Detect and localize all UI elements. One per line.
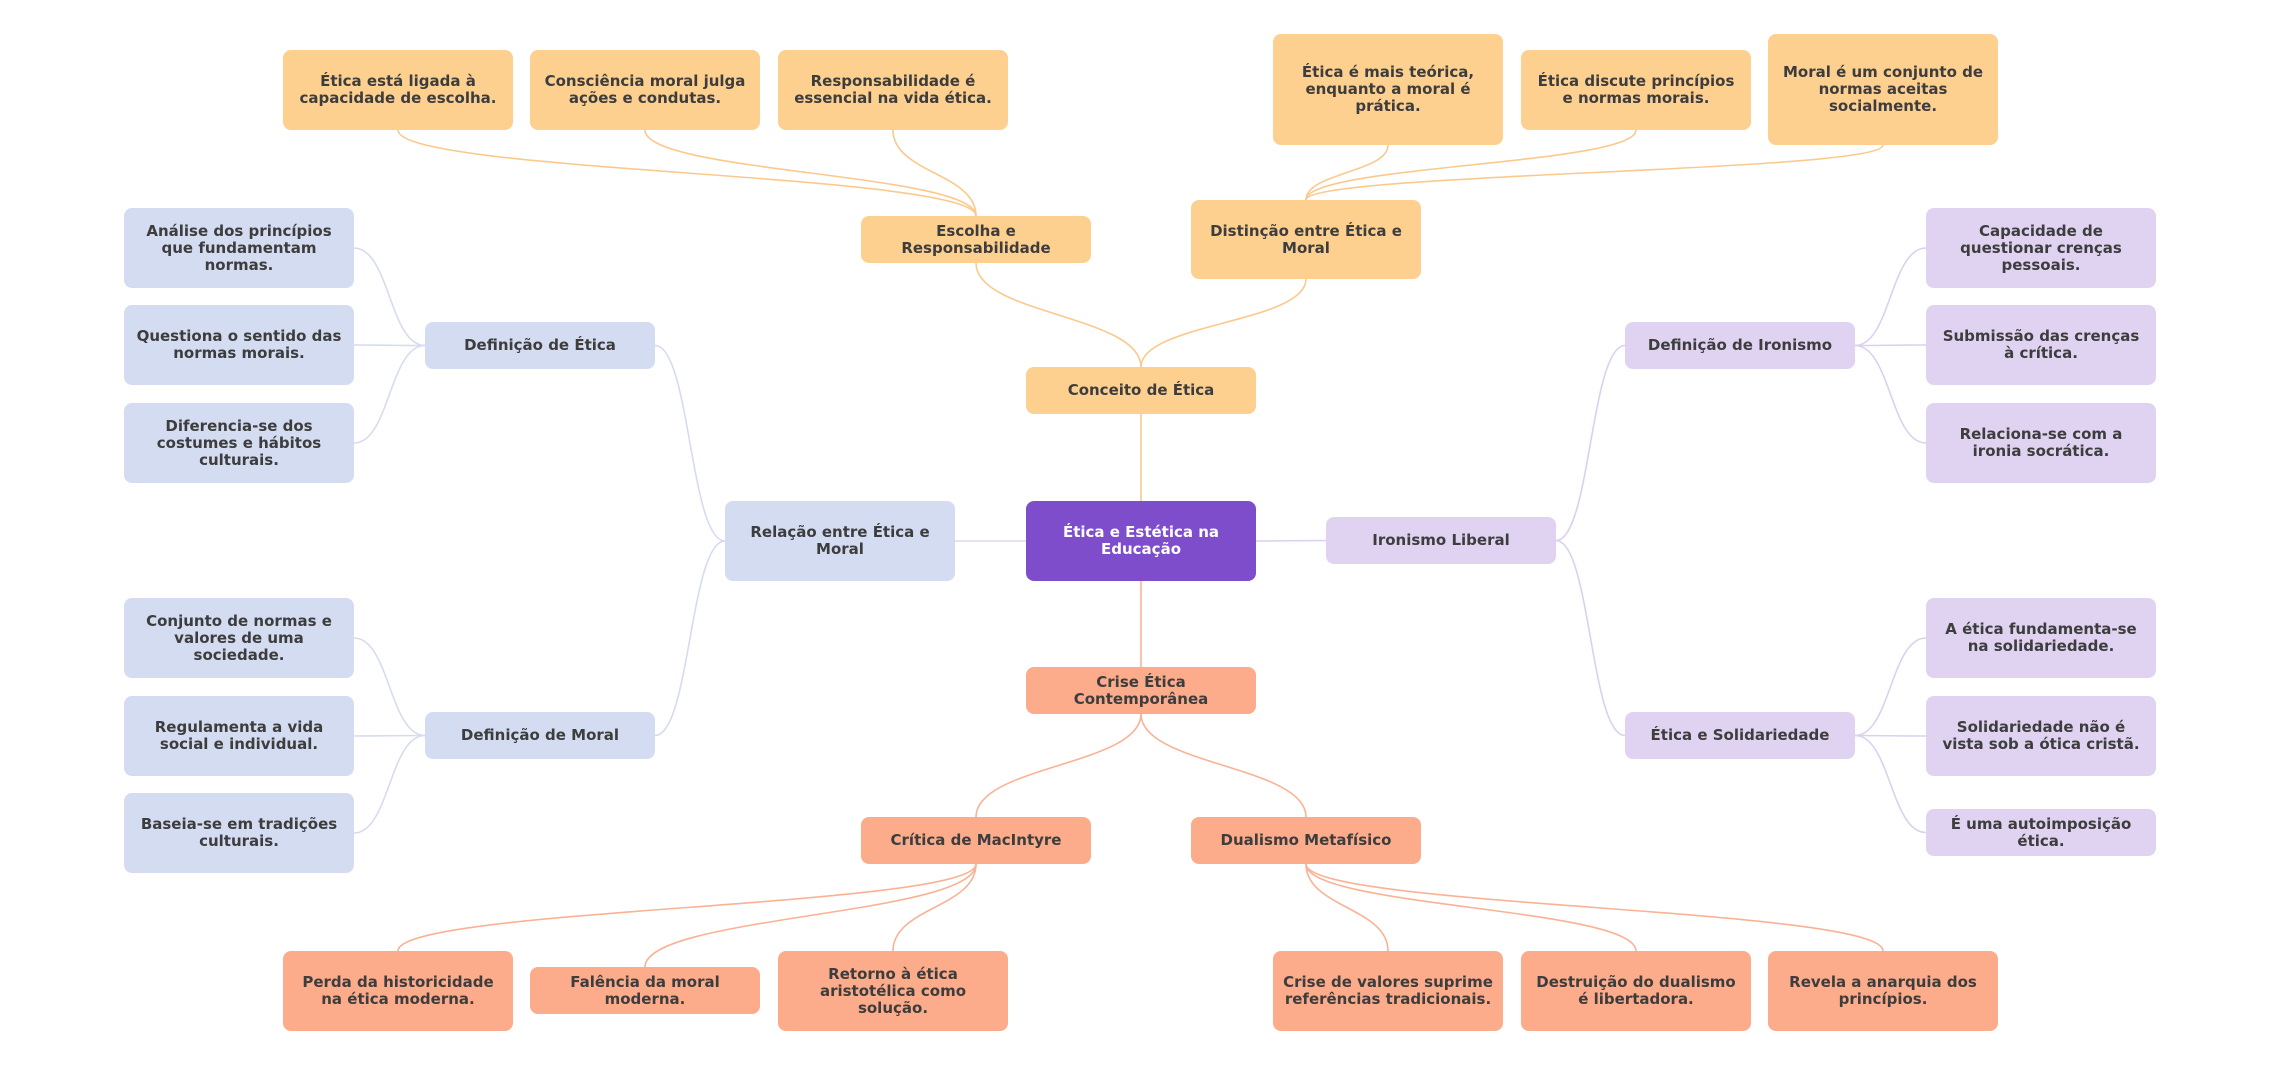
link-leaf-perda-historicidade bbox=[397, 863, 977, 952]
link-leaf-autoimposicao-etica bbox=[1854, 734, 1927, 834]
link-leaf-regulamenta-vida bbox=[353, 734, 426, 737]
link-leaf-diferencia-costumes bbox=[353, 344, 426, 444]
link-node-definicao-de-moral bbox=[654, 540, 726, 737]
leaf-etica-discute[interactable]: Ética discute princípios e normas morais… bbox=[1521, 50, 1751, 130]
node-definicao-de-etica[interactable]: Definição de Ética bbox=[425, 322, 655, 369]
node-relacao-etica-moral[interactable]: Relação entre Ética e Moral bbox=[725, 501, 955, 581]
leaf-diferencia-costumes[interactable]: Diferencia-se dos costumes e hábitos cul… bbox=[124, 403, 354, 483]
node-ironismo-liberal[interactable]: Ironismo Liberal bbox=[1326, 517, 1556, 564]
leaf-etica-teorica[interactable]: Ética é mais teórica, enquanto a moral é… bbox=[1273, 34, 1503, 145]
link-node-etica-e-solidariedade bbox=[1555, 539, 1626, 737]
link-leaf-moral-normas bbox=[1305, 144, 1884, 201]
leaf-retorno-aristotelica[interactable]: Retorno à ética aristotélica como soluçã… bbox=[778, 951, 1008, 1031]
link-leaf-solidariedade-crista bbox=[1854, 734, 1927, 737]
leaf-conjunto-normas[interactable]: Conjunto de normas e valores de uma soci… bbox=[124, 598, 354, 678]
link-node-escolha-e-responsabilidade bbox=[975, 262, 1142, 368]
leaf-consciencia-moral[interactable]: Consciência moral julga ações e condutas… bbox=[530, 50, 760, 130]
link-leaf-capacidade-questionar bbox=[1854, 247, 1927, 347]
link-leaf-consciencia-moral bbox=[644, 129, 977, 217]
node-dualismo-metafisico[interactable]: Dualismo Metafísico bbox=[1191, 817, 1421, 864]
leaf-moral-normas[interactable]: Moral é um conjunto de normas aceitas so… bbox=[1768, 34, 1998, 145]
link-leaf-submissao-crencas bbox=[1854, 344, 1927, 347]
node-etica-e-solidariedade[interactable]: Ética e Solidariedade bbox=[1625, 712, 1855, 759]
leaf-etica-escolha[interactable]: Ética está ligada à capacidade de escolh… bbox=[283, 50, 513, 130]
link-leaf-ironia-socratica bbox=[1854, 344, 1927, 444]
link-leaf-falencia-moral bbox=[644, 863, 977, 968]
leaf-analise-principios[interactable]: Análise dos princípios que fundamentam n… bbox=[124, 208, 354, 288]
leaf-submissao-crencas[interactable]: Submissão das crenças à crítica. bbox=[1926, 305, 2156, 385]
link-leaf-baseia-tradicoes bbox=[353, 734, 426, 834]
leaf-falencia-moral[interactable]: Falência da moral moderna. bbox=[530, 967, 760, 1014]
link-node-definicao-de-ironismo bbox=[1555, 344, 1626, 542]
link-leaf-destruicao-dualismo bbox=[1305, 863, 1637, 952]
link-node-ironismo-liberal bbox=[1255, 539, 1327, 542]
link-leaf-etica-escolha bbox=[397, 129, 977, 217]
leaf-capacidade-questionar[interactable]: Capacidade de questionar crenças pessoai… bbox=[1926, 208, 2156, 288]
link-leaf-retorno-aristotelica bbox=[892, 863, 977, 952]
link-node-distincao-etica-moral bbox=[1140, 278, 1307, 368]
node-conceito-de-etica[interactable]: Conceito de Ética bbox=[1026, 367, 1256, 414]
node-crise-etica-contemporanea[interactable]: Crise Ética Contemporânea bbox=[1026, 667, 1256, 714]
leaf-solidariedade-crista[interactable]: Solidariedade não é vista sob a ótica cr… bbox=[1926, 696, 2156, 776]
leaf-autoimposicao-etica[interactable]: É uma autoimposição ética. bbox=[1926, 809, 2156, 856]
link-leaf-questiona-sentido bbox=[353, 344, 426, 347]
link-leaf-responsabilidade bbox=[892, 129, 977, 217]
root-node[interactable]: Ética e Estética na Educação bbox=[1026, 501, 1256, 581]
node-distincao-etica-moral[interactable]: Distinção entre Ética e Moral bbox=[1191, 200, 1421, 279]
leaf-anarquia-principios[interactable]: Revela a anarquia dos princípios. bbox=[1768, 951, 1998, 1031]
link-node-definicao-de-etica bbox=[654, 344, 726, 542]
link-leaf-conjunto-normas bbox=[353, 637, 426, 737]
leaf-questiona-sentido[interactable]: Questiona o sentido das normas morais. bbox=[124, 305, 354, 385]
link-leaf-etica-discute bbox=[1305, 129, 1637, 201]
link-leaf-fundamenta-solidariedade bbox=[1854, 637, 1927, 737]
node-definicao-de-moral[interactable]: Definição de Moral bbox=[425, 712, 655, 759]
node-definicao-de-ironismo[interactable]: Definição de Ironismo bbox=[1625, 322, 1855, 369]
leaf-baseia-tradicoes[interactable]: Baseia-se em tradições culturais. bbox=[124, 793, 354, 873]
leaf-perda-historicidade[interactable]: Perda da historicidade na ética moderna. bbox=[283, 951, 513, 1031]
leaf-destruicao-dualismo[interactable]: Destruição do dualismo é libertadora. bbox=[1521, 951, 1751, 1031]
node-escolha-e-responsabilidade[interactable]: Escolha e Responsabilidade bbox=[861, 216, 1091, 263]
link-leaf-anarquia-principios bbox=[1305, 863, 1884, 952]
node-critica-de-macintyre[interactable]: Crítica de MacIntyre bbox=[861, 817, 1091, 864]
leaf-regulamenta-vida[interactable]: Regulamenta a vida social e individual. bbox=[124, 696, 354, 776]
link-leaf-analise-principios bbox=[353, 247, 426, 347]
link-node-dualismo-metafisico bbox=[1140, 713, 1307, 818]
link-node-critica-de-macintyre bbox=[975, 713, 1142, 818]
link-leaf-crise-valores bbox=[1305, 863, 1389, 952]
leaf-crise-valores[interactable]: Crise de valores suprime referências tra… bbox=[1273, 951, 1503, 1031]
link-leaf-etica-teorica bbox=[1305, 144, 1389, 201]
leaf-ironia-socratica[interactable]: Relaciona-se com a ironia socrática. bbox=[1926, 403, 2156, 483]
leaf-responsabilidade[interactable]: Responsabilidade é essencial na vida éti… bbox=[778, 50, 1008, 130]
leaf-fundamenta-solidariedade[interactable]: A ética fundamenta-se na solidariedade. bbox=[1926, 598, 2156, 678]
